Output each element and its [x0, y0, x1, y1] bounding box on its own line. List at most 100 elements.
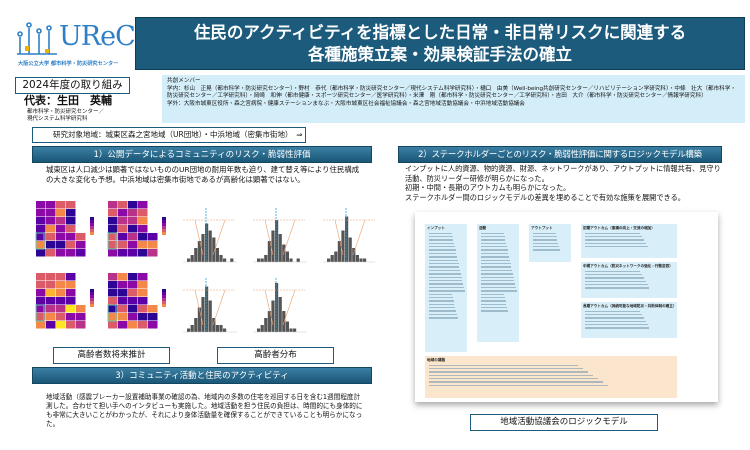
histogram-bar: [223, 328, 227, 332]
map-district: [128, 273, 138, 281]
lm-text-line: [585, 324, 648, 326]
map-district: [56, 289, 66, 297]
legend-swatch: [162, 217, 166, 220]
histogram-bar: [201, 234, 205, 262]
map-district: [118, 305, 128, 313]
lm-text-line: [429, 384, 608, 387]
lm-middle: 中間アウトカム（防災ネットワークの強化・行動変容）: [581, 262, 677, 298]
lm-text-line: [429, 367, 583, 370]
map-district: [76, 233, 86, 241]
map-district: [128, 241, 138, 249]
legend-swatch: [90, 217, 94, 220]
map-district: [128, 289, 138, 297]
lm-text-line: [429, 235, 453, 238]
histogram-bar: [348, 237, 352, 262]
lm-text-line: [481, 239, 506, 241]
legend-swatch: [90, 295, 94, 298]
map-district: [56, 225, 66, 233]
map-district: [108, 273, 118, 281]
elderly-projection-maps: [35, 201, 166, 329]
lm-text-line: [429, 317, 458, 319]
map-district: [128, 305, 138, 313]
histogram-bar: [334, 251, 338, 262]
section1-heading: 1）公開データによるコミュニティのリスク・脆弱性評価: [32, 146, 372, 163]
reference-line: [282, 289, 296, 326]
map-district: [138, 209, 148, 217]
maps-label: 高齢者数将来推計: [53, 347, 170, 364]
people-logo-icon: [17, 22, 57, 55]
histogram-bar: [201, 297, 205, 332]
lm-text-line: [481, 252, 509, 255]
lm-text-line: [429, 252, 457, 255]
map-district: [36, 233, 46, 241]
map-district: [128, 313, 138, 321]
lm-text-line: [585, 270, 641, 272]
histogram-bar: [296, 258, 300, 262]
lm-text-line: [585, 232, 641, 234]
members-external: 学外：大阪市城東区役所・森之宮病院・健康ステーションまなぶ・大阪市城東区社会福祉…: [167, 100, 525, 107]
lm-text-line: [429, 246, 455, 248]
legend-swatch: [90, 298, 94, 301]
histogram-bar: [285, 321, 289, 332]
lm-text-line: [429, 273, 461, 275]
lm-text-line: [585, 280, 646, 283]
lm-text-line: [429, 300, 454, 302]
map-district: [118, 233, 128, 241]
lm-text-line: [429, 303, 455, 306]
map-district: [118, 273, 128, 281]
lm-initial-heading: 初期アウトカム（意識の向上・交流の増加）: [583, 226, 655, 230]
histogram-bar: [205, 286, 209, 332]
map-district: [76, 305, 86, 313]
map-district: [118, 313, 128, 321]
map-district: [56, 281, 66, 289]
map-district: [118, 249, 128, 257]
map-district: [108, 233, 118, 241]
reference-line: [352, 219, 366, 256]
map-district: [108, 209, 118, 217]
histogram-bar: [205, 223, 209, 262]
lm-text-line: [585, 287, 650, 289]
map-district: [36, 241, 46, 249]
map-district: [66, 273, 76, 281]
legend-swatch: [90, 292, 94, 295]
histogram-bar: [194, 318, 198, 332]
map-district: [66, 241, 76, 249]
logic-model-label: 地域活動協議会のロジックモデル: [470, 414, 658, 431]
lm-text-line: [429, 259, 458, 262]
map-district: [128, 321, 138, 329]
lm-text-line: [429, 256, 458, 258]
lm-text-line: [429, 242, 455, 245]
map-district: [138, 201, 148, 209]
research-area: 研究対象地域：城東区森之宮地域（UR団地）・中浜地域（密集市街地） ⇒ 隣接する…: [32, 127, 306, 143]
reference-line: [264, 219, 274, 256]
map-district: [56, 209, 66, 217]
legend-swatch: [162, 223, 166, 226]
lm-text-line: [429, 371, 588, 373]
map-district: [46, 297, 56, 305]
legend-swatch: [90, 220, 94, 223]
histogram-bar: [264, 318, 268, 332]
representative: 代表：生田 英輔: [24, 94, 112, 107]
lm-text-line: [585, 277, 644, 279]
lm-text-line: [533, 239, 558, 241]
map-district: [128, 281, 138, 289]
histogram-bar: [219, 255, 223, 262]
lm-text-line: [585, 310, 641, 312]
map-district: [36, 297, 46, 305]
map-district: [148, 313, 158, 321]
affiliation: 都市科学・防災研究センター／ 現代システム科学研究科: [27, 109, 104, 123]
lm-text-line: [429, 232, 452, 234]
map-district: [66, 321, 76, 329]
lm-text-line: [585, 239, 644, 241]
histogram-bar: [190, 325, 194, 332]
map-district: [46, 209, 56, 217]
poster-title: 住民のアクティビティを指標とした日常・非日常リスクに関連する 各種施策立案・効果…: [135, 17, 745, 70]
map-district: [138, 321, 148, 329]
affiliation-line: 都市科学・防災研究センター／: [27, 109, 105, 115]
legend-swatch: [90, 301, 94, 304]
map-district: [66, 313, 76, 321]
lm-text-line: [429, 263, 459, 265]
lm-text-line: [429, 269, 461, 272]
map-highlight: [107, 304, 117, 322]
map-district: [46, 225, 56, 233]
